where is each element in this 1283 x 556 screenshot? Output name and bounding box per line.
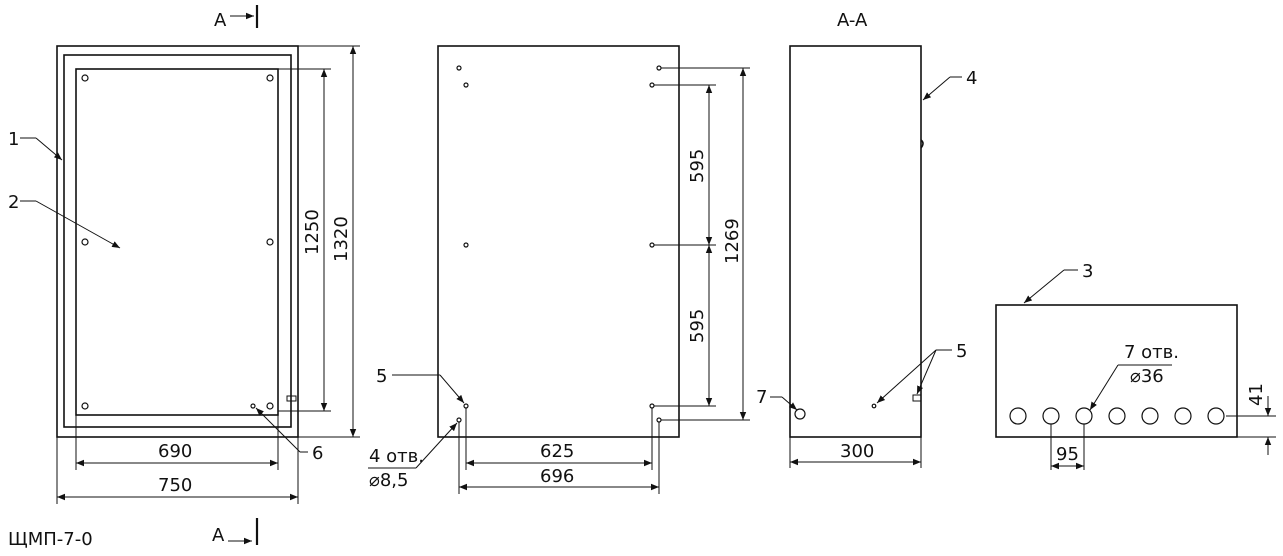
front-door <box>63 54 292 428</box>
section-label-bottom: A <box>212 525 225 546</box>
part-number: ЩМП-7-0 <box>8 529 93 550</box>
dim-625: 625 <box>540 441 574 462</box>
bottom-holes-count: 7 отв. <box>1124 342 1179 363</box>
section-label-top: A <box>214 10 227 31</box>
dim-1269: 1269 <box>722 218 743 264</box>
dim-690: 690 <box>158 441 192 462</box>
ground-stud <box>871 403 877 409</box>
cable-hole <box>1075 407 1093 425</box>
back-panel <box>437 45 680 438</box>
dim-595-top: 595 <box>687 149 708 183</box>
panel-hole <box>81 74 89 82</box>
callout-7: 7 <box>756 387 767 408</box>
cable-hole <box>1141 407 1159 425</box>
bottom-view: 3 7 отв. ⌀36 95 41 <box>995 261 1276 470</box>
holes-note-count: 4 отв. <box>369 446 424 467</box>
back-hole <box>649 242 655 248</box>
panel-hole <box>266 74 274 82</box>
dim-750: 750 <box>158 475 192 496</box>
back-hole <box>649 82 655 88</box>
cable-hole <box>1042 407 1060 425</box>
section-mark-top: A <box>214 5 259 31</box>
side-view: 4 5 7 300 <box>756 45 977 468</box>
bottom-plate <box>995 304 1238 438</box>
back-hole <box>456 65 462 71</box>
dim-595-bottom: 595 <box>687 309 708 343</box>
latch <box>912 394 922 402</box>
side-body <box>789 45 922 438</box>
dim-95: 95 <box>1056 444 1079 465</box>
front-view: 1 2 6 690 750 1250 1320 <box>8 45 360 504</box>
panel-hole <box>81 402 89 410</box>
back-hole <box>463 403 469 409</box>
panel-hole <box>81 238 89 246</box>
bottom-holes-diameter: ⌀36 <box>1130 366 1164 387</box>
dim-1250: 1250 <box>302 209 323 255</box>
panel-hole <box>266 238 274 246</box>
back-hole <box>463 242 469 248</box>
callout-5-side: 5 <box>956 341 967 362</box>
callout-3: 3 <box>1082 261 1093 282</box>
callout-5-back: 5 <box>376 366 387 387</box>
dim-300: 300 <box>840 441 874 462</box>
panel-hole <box>266 402 274 410</box>
hinge <box>920 139 924 149</box>
dim-696: 696 <box>540 466 574 487</box>
cable-hole <box>1174 407 1192 425</box>
section-label-aa: A-A <box>837 10 868 31</box>
door-latch <box>286 395 297 402</box>
ground-stud <box>250 403 256 409</box>
mount-hole <box>456 417 462 423</box>
mount-hole <box>656 65 662 71</box>
callout-4: 4 <box>966 68 977 89</box>
back-view: 595 595 1269 625 696 5 4 отв. ⌀8,5 <box>368 45 750 494</box>
front-outer-frame <box>56 45 299 438</box>
holes-note-diameter: ⌀8,5 <box>369 470 408 491</box>
mounting-panel <box>75 68 279 416</box>
dim-1320: 1320 <box>331 216 352 262</box>
callout-1: 1 <box>8 129 19 150</box>
back-hole <box>463 82 469 88</box>
cable-entry <box>794 408 806 420</box>
back-hole <box>649 403 655 409</box>
section-mark-bottom: A <box>212 518 259 546</box>
dim-41: 41 <box>1246 383 1267 406</box>
callout-2: 2 <box>8 192 19 213</box>
callout-6: 6 <box>312 443 323 464</box>
cable-hole <box>1009 407 1027 425</box>
cable-hole <box>1207 407 1225 425</box>
cable-hole <box>1108 407 1126 425</box>
mount-hole <box>656 417 662 423</box>
